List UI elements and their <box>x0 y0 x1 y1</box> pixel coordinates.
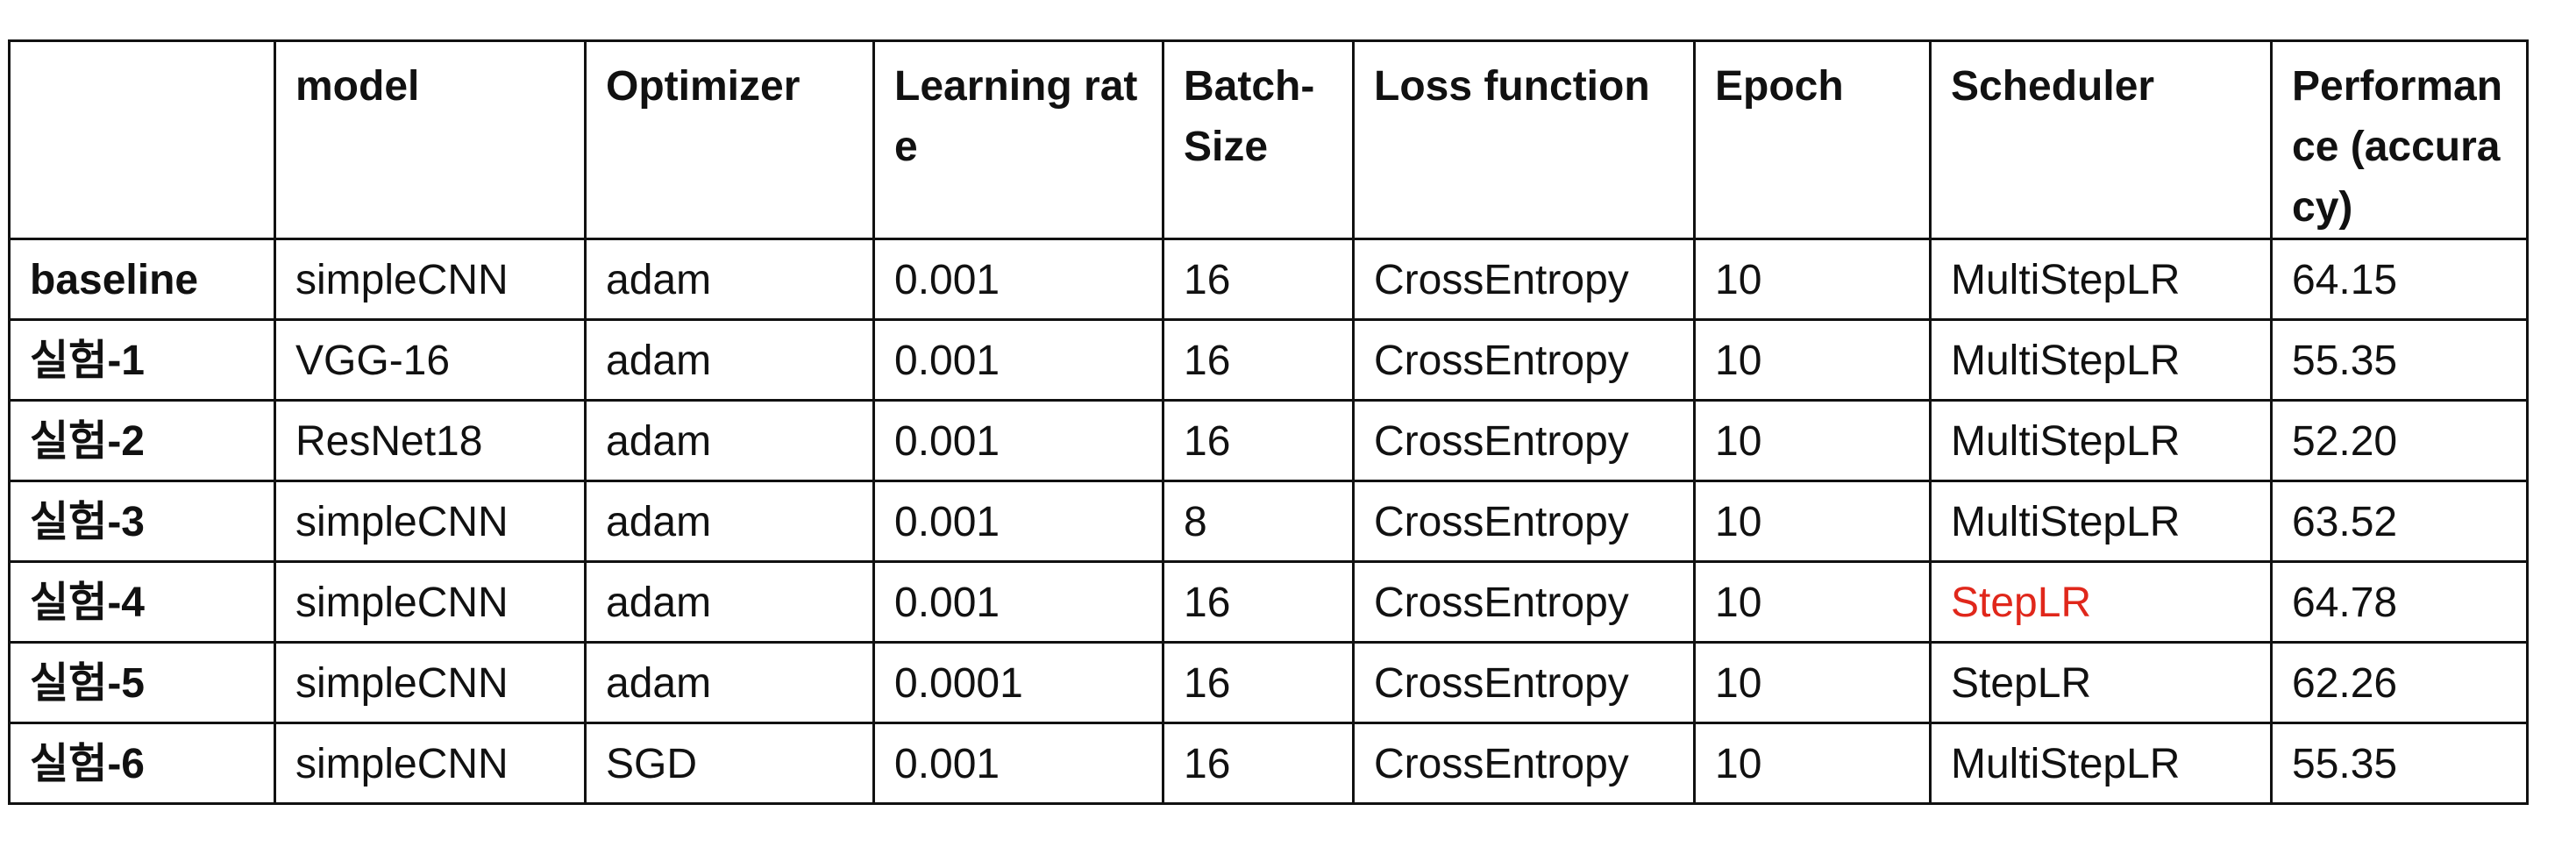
header-cell-optimizer: Optimizer <box>584 39 875 240</box>
table-row: 실험-1 VGG-16 adam 0.001 16 CrossEntropy 1… <box>8 318 2529 402</box>
cell-scheduler: MultiStepLR <box>1929 480 2273 563</box>
table-header: model Optimizer Learning rate Batch-Size… <box>8 39 2529 240</box>
cell-loss-function: CrossEntropy <box>1352 399 1696 482</box>
table-row: 실험-4 simpleCNN adam 0.001 16 CrossEntrop… <box>8 560 2529 644</box>
cell-batch-size: 16 <box>1162 318 1355 402</box>
cell-model: ResNet18 <box>274 399 587 482</box>
cell-performance: 62.26 <box>2270 641 2529 724</box>
experiment-table: model Optimizer Learning rate Batch-Size… <box>8 39 2529 805</box>
cell-performance: 64.78 <box>2270 560 2529 644</box>
cell-batch-size: 16 <box>1162 560 1355 644</box>
cell-loss-function: CrossEntropy <box>1352 560 1696 644</box>
cell-learning-rate: 0.001 <box>872 238 1164 321</box>
cell-epoch: 10 <box>1693 641 1932 724</box>
cell-batch-size: 16 <box>1162 641 1355 724</box>
cell-loss-function: CrossEntropy <box>1352 318 1696 402</box>
cell-scheduler-highlighted: StepLR <box>1929 560 2273 644</box>
cell-model: simpleCNN <box>274 480 587 563</box>
cell-performance: 64.15 <box>2270 238 2529 321</box>
cell-model: VGG-16 <box>274 318 587 402</box>
cell-scheduler: StepLR <box>1929 641 2273 724</box>
header-row: model Optimizer Learning rate Batch-Size… <box>8 39 2529 240</box>
row-label: baseline <box>8 238 276 321</box>
header-cell-model: model <box>274 39 587 240</box>
cell-learning-rate: 0.001 <box>872 722 1164 805</box>
row-label: 실험-2 <box>8 399 276 482</box>
cell-optimizer: adam <box>584 480 875 563</box>
header-cell-epoch: Epoch <box>1693 39 1932 240</box>
cell-epoch: 10 <box>1693 238 1932 321</box>
header-cell-learning-rate: Learning rate <box>872 39 1164 240</box>
cell-batch-size: 8 <box>1162 480 1355 563</box>
table-row: 실험-5 simpleCNN adam 0.0001 16 CrossEntro… <box>8 641 2529 724</box>
cell-scheduler: MultiStepLR <box>1929 399 2273 482</box>
cell-scheduler: MultiStepLR <box>1929 722 2273 805</box>
header-cell-scheduler: Scheduler <box>1929 39 2273 240</box>
cell-learning-rate: 0.001 <box>872 480 1164 563</box>
cell-performance: 55.35 <box>2270 722 2529 805</box>
row-label: 실험-4 <box>8 560 276 644</box>
table-body: baseline simpleCNN adam 0.001 16 CrossEn… <box>8 238 2529 805</box>
cell-epoch: 10 <box>1693 560 1932 644</box>
cell-batch-size: 16 <box>1162 399 1355 482</box>
cell-learning-rate: 0.001 <box>872 318 1164 402</box>
cell-optimizer: SGD <box>584 722 875 805</box>
table-row: 실험-2 ResNet18 adam 0.001 16 CrossEntropy… <box>8 399 2529 482</box>
cell-epoch: 10 <box>1693 399 1932 482</box>
cell-optimizer: adam <box>584 560 875 644</box>
table-row: baseline simpleCNN adam 0.001 16 CrossEn… <box>8 238 2529 321</box>
header-cell-performance: Performance (accuracy) <box>2270 39 2529 240</box>
cell-loss-function: CrossEntropy <box>1352 722 1696 805</box>
row-label: 실험-5 <box>8 641 276 724</box>
cell-performance: 63.52 <box>2270 480 2529 563</box>
row-label: 실험-1 <box>8 318 276 402</box>
cell-epoch: 10 <box>1693 480 1932 563</box>
header-cell-loss-function: Loss function <box>1352 39 1696 240</box>
cell-optimizer: adam <box>584 399 875 482</box>
header-cell-label <box>8 39 276 240</box>
cell-scheduler: MultiStepLR <box>1929 238 2273 321</box>
table-row: 실험-6 simpleCNN SGD 0.001 16 CrossEntropy… <box>8 722 2529 805</box>
table-row: 실험-3 simpleCNN adam 0.001 8 CrossEntropy… <box>8 480 2529 563</box>
cell-model: simpleCNN <box>274 560 587 644</box>
cell-scheduler: MultiStepLR <box>1929 318 2273 402</box>
cell-batch-size: 16 <box>1162 238 1355 321</box>
cell-optimizer: adam <box>584 318 875 402</box>
cell-epoch: 10 <box>1693 318 1932 402</box>
cell-loss-function: CrossEntropy <box>1352 641 1696 724</box>
cell-model: simpleCNN <box>274 238 587 321</box>
cell-model: simpleCNN <box>274 641 587 724</box>
cell-model: simpleCNN <box>274 722 587 805</box>
cell-loss-function: CrossEntropy <box>1352 238 1696 321</box>
cell-learning-rate: 0.001 <box>872 560 1164 644</box>
cell-performance: 52.20 <box>2270 399 2529 482</box>
row-label: 실험-6 <box>8 722 276 805</box>
cell-learning-rate: 0.001 <box>872 399 1164 482</box>
cell-learning-rate: 0.0001 <box>872 641 1164 724</box>
cell-batch-size: 16 <box>1162 722 1355 805</box>
header-cell-batch-size: Batch-Size <box>1162 39 1355 240</box>
cell-performance: 55.35 <box>2270 318 2529 402</box>
cell-optimizer: adam <box>584 641 875 724</box>
cell-optimizer: adam <box>584 238 875 321</box>
cell-loss-function: CrossEntropy <box>1352 480 1696 563</box>
row-label: 실험-3 <box>8 480 276 563</box>
cell-epoch: 10 <box>1693 722 1932 805</box>
